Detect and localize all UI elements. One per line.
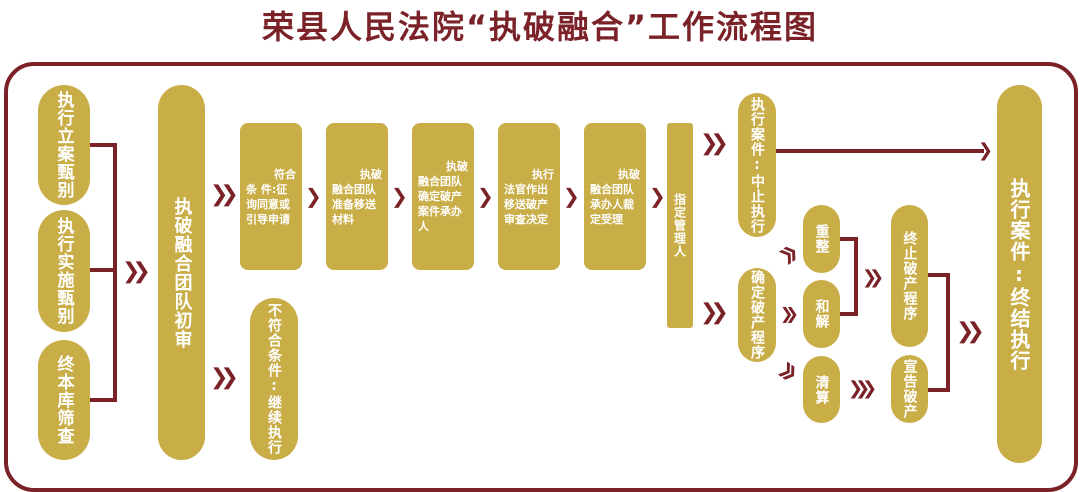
chevron-arrow-icon: ❯ [649,184,666,208]
step-text: 执行 [532,167,554,181]
step-text: 条 件:征 [246,182,288,196]
source-execution-implementation: 执行实施甄别 [38,210,90,332]
step-text: 定受理 [590,212,623,226]
step-text: 材料 [332,212,354,226]
chevron-arrow-icon: ❯ [305,184,322,208]
step-box: 符合条 件:征询同意或引导申请 [240,123,302,270]
connector-line [90,398,117,402]
step-text: 融合团队 [590,182,634,196]
chevron-arrow-icon: ❯❯ [210,182,239,207]
diagram-frame [4,62,1078,492]
terminate-bankruptcy-procedure: 终止破产程序 [891,205,928,347]
connector-line [840,237,858,241]
chevron-arrow-icon: ❯ [391,184,408,208]
connector-line [90,268,117,272]
suspend-execution: 执行案件:中止执行 [738,93,776,237]
connector-line [928,388,950,392]
step-text: 承办人裁 [590,197,634,211]
chevron-arrow-icon: ❯ [477,184,494,208]
chevron-arrow-icon: ❯❯ [780,304,799,323]
connector-line [840,312,858,316]
step-box: 执破融合团队准备移送材料 [326,123,388,270]
chevron-arrow-icon: ❯❯ [700,131,729,156]
source-execution-filing: 执行立案甄别 [38,85,90,205]
chevron-arrow-icon: ❯❯ [210,365,239,390]
connector-line [113,143,117,402]
step-text: 执破 [446,160,468,173]
appoint-administrator: 指定管理人 [667,123,693,328]
step-text: 移送破产 [504,197,548,211]
step-box: 执行法官作出移送破产审查决定 [498,123,560,270]
step-text: 审查决定 [504,212,548,226]
step-text: 法官作出 [504,182,548,196]
source-terminated-case-screening: 终本库筛查 [38,340,90,460]
arrow-line [776,149,984,153]
connector-line [928,273,950,277]
step-text: 执破 [360,167,382,181]
chevron-arrow-icon: ❯❯❯ [848,378,877,399]
chevron-arrow-icon: ❯❯ [700,300,729,325]
settlement: 和解 [803,280,840,348]
not-qualified-continue: 不符合条件:继续执行 [250,298,298,460]
liquidation: 清算 [803,356,840,423]
page-title: 荣县人民法院“执破融合”工作流程图 [261,8,819,46]
restructure: 重整 [803,205,840,273]
connector-line [946,273,950,392]
declare-bankruptcy: 宣告破产 [891,355,928,423]
arrow-head-icon: ❯ [978,140,993,161]
final-execution-closed: 执行案件:终结执行 [997,85,1042,463]
step-text: 融合团队 [332,182,376,196]
step-text: 询同意或 [246,197,290,211]
initial-review: 执破融合团队初审 [158,85,205,460]
chevron-arrow-icon: ❯ [563,184,580,208]
step-box: 执破融合团队承办人裁定受理 [584,123,646,270]
chevron-arrow-icon: ❯❯ [122,259,151,284]
chevron-arrow-icon: ❯❯ [862,267,884,288]
step-text: 执破 [618,167,640,181]
step-text: 确定破产 [418,190,462,203]
step-text: 融合团队 [418,175,462,188]
step-text: 符合 [274,167,296,181]
step-text: 准备移送 [332,197,376,211]
connector-line [854,237,858,316]
connector-line [90,143,117,147]
confirm-bankruptcy-procedure: 确定破产程序 [738,268,776,362]
chevron-arrow-icon: ❯❯ [956,319,985,344]
step-text: 引导申请 [246,212,290,226]
step-text: 人 [418,220,429,233]
step-text: 案件承办 [418,205,462,218]
step-box: 执破融合团队确定破产案件承办人 [412,123,474,270]
